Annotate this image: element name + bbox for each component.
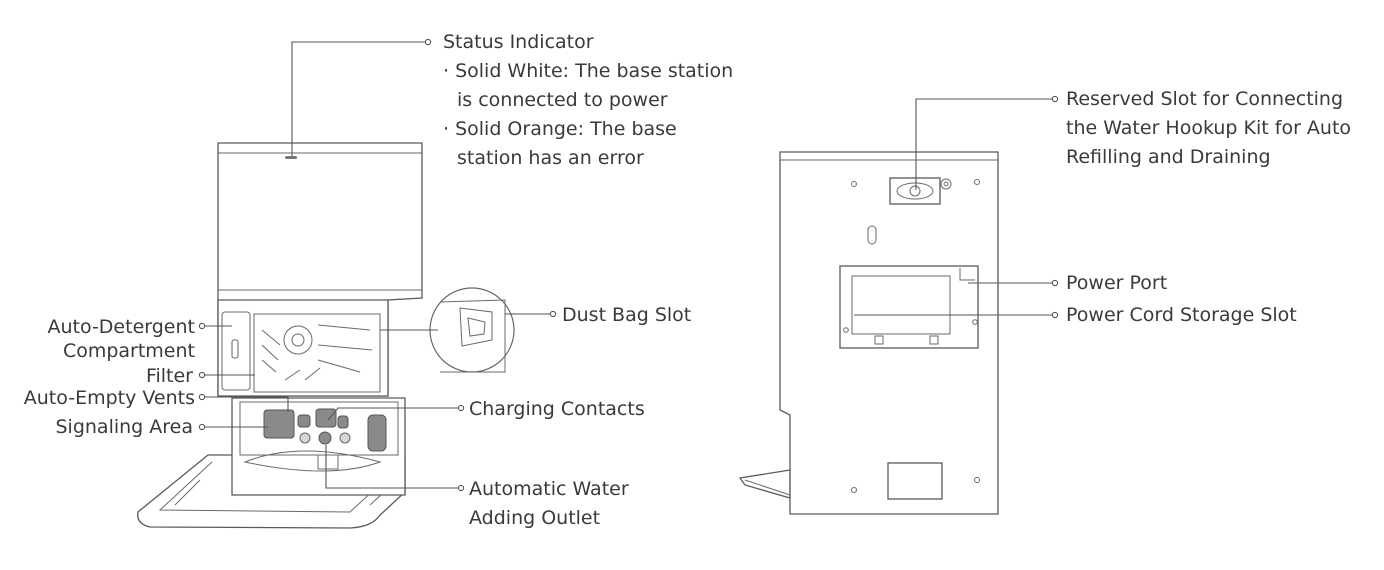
status-light bbox=[285, 156, 297, 159]
label-water-outlet-2: Adding Outlet bbox=[469, 507, 600, 529]
back-ramp-plate bbox=[738, 469, 791, 499]
back-view bbox=[738, 151, 999, 515]
label-dust-bag-slot: Dust Bag Slot bbox=[562, 304, 691, 326]
cord-storage-panel bbox=[839, 265, 979, 349]
label-power-port: Power Port bbox=[1066, 272, 1167, 294]
label-auto-detergent-2: Compartment bbox=[63, 340, 195, 362]
front-view bbox=[137, 142, 515, 529]
front-leaders bbox=[198, 38, 557, 492]
back-bottom-cover bbox=[887, 462, 943, 500]
label-status-indicator: Status Indicator bbox=[443, 31, 594, 53]
label-signaling-area: Signaling Area bbox=[55, 416, 193, 438]
label-status-white-1: · Solid White: The base station bbox=[443, 60, 733, 82]
label-power-cord-storage: Power Cord Storage Slot bbox=[1066, 304, 1297, 326]
water-hookup-slot bbox=[889, 177, 941, 205]
label-charging-contacts: Charging Contacts bbox=[469, 398, 645, 420]
back-leaders bbox=[854, 95, 1059, 319]
label-status-orange-1: · Solid Orange: The base bbox=[443, 118, 677, 140]
label-auto-empty-vents: Auto-Empty Vents bbox=[24, 387, 195, 409]
label-reserved-slot-1: Reserved Slot for Connecting bbox=[1066, 88, 1343, 110]
label-reserved-slot-3: Refilling and Draining bbox=[1066, 146, 1271, 168]
label-filter: Filter bbox=[146, 365, 193, 387]
labels: Status Indicator · Solid White: The base… bbox=[24, 31, 1351, 529]
label-water-outlet-1: Automatic Water bbox=[469, 478, 629, 500]
label-auto-detergent-1: Auto-Detergent bbox=[47, 316, 195, 338]
charging-contact-right bbox=[367, 414, 387, 452]
label-status-white-2: is connected to power bbox=[457, 89, 668, 111]
signaling-area-panel bbox=[263, 409, 295, 439]
label-reserved-slot-2: the Water Hookup Kit for Auto bbox=[1066, 117, 1351, 139]
label-status-orange-2: station has an error bbox=[457, 147, 644, 169]
detergent-window bbox=[231, 339, 239, 359]
